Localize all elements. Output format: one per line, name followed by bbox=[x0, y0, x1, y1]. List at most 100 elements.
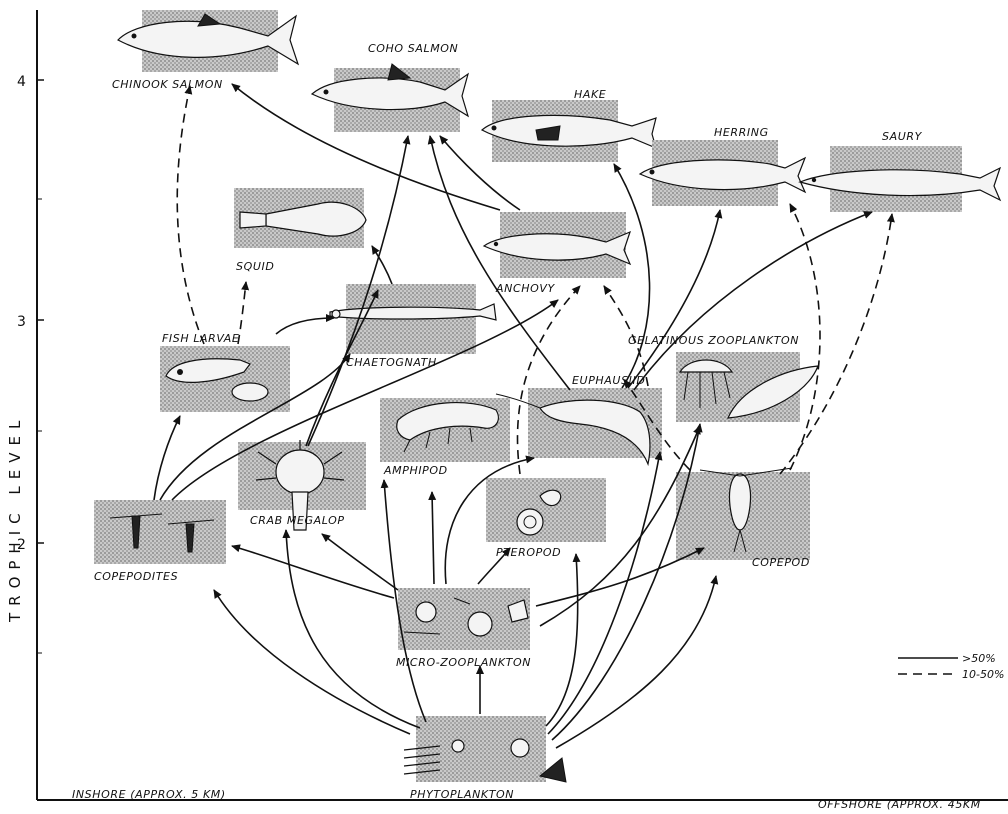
arrow-micro-copepod bbox=[535, 547, 705, 607]
hake-box bbox=[480, 100, 657, 162]
arrow-larvae-chinook bbox=[176, 85, 205, 345]
arrow-phyto-pteropod bbox=[545, 553, 581, 727]
pteropod-box bbox=[486, 478, 606, 542]
squid-box bbox=[234, 188, 367, 248]
coho-salmon-box bbox=[310, 63, 470, 132]
crab-megalop-box bbox=[238, 440, 366, 531]
arrow-micro-euphausiid bbox=[444, 455, 535, 585]
legend-solid-label: >50% bbox=[962, 652, 996, 665]
micro-zooplankton-drawing bbox=[403, 597, 529, 637]
arrow-copepodites-chaetognath bbox=[159, 353, 351, 501]
arrow-anchovy-coho bbox=[439, 135, 521, 211]
organism-labels: CHINOOK SALMON COHO SALMON HAKE HERRING … bbox=[94, 42, 923, 801]
arrow-micro-copepodites bbox=[231, 544, 395, 599]
legend-dashed-label: 10-50% bbox=[962, 668, 1004, 681]
copepodites-box bbox=[94, 500, 226, 564]
arrow-copepod-saury bbox=[779, 213, 895, 475]
y-axis: 2 3 4 TROPHIC LEVEL bbox=[6, 10, 1008, 801]
amphipod-drawing bbox=[396, 402, 499, 453]
copepod-drawing bbox=[699, 467, 793, 553]
arrow-euphausiid-herring bbox=[627, 209, 723, 389]
tick-label-2: 2 bbox=[17, 537, 26, 553]
gelatinous-zooplankton-drawing bbox=[678, 359, 819, 419]
arrow-copepodites-larvae bbox=[153, 415, 181, 501]
label-euphausiid: EUPHAUSIID bbox=[572, 374, 645, 387]
arrow-euphausiid-anchovy bbox=[603, 285, 649, 387]
label-amphipod: AMPHIPOD bbox=[383, 464, 448, 477]
arrow-phyto-amphipod bbox=[380, 479, 427, 723]
arrow-euphausiid-saury bbox=[633, 211, 873, 391]
crab-megalop-drawing bbox=[255, 440, 345, 531]
offshore-label: OFFSHORE (APPROX. 45KM bbox=[818, 798, 981, 811]
footer-labels: INSHORE (APPROX. 5 KM) OFFSHORE (APPROX.… bbox=[72, 788, 981, 811]
label-saury: SAURY bbox=[882, 130, 923, 143]
arrow-phyto-copepodites bbox=[213, 589, 411, 735]
label-gelatinous-zooplankton: GELATINOUS ZOOPLANKTON bbox=[628, 334, 799, 347]
label-copepodites: COPEPODITES bbox=[94, 570, 178, 583]
arrow-phyto-euphausiid bbox=[547, 451, 663, 735]
euphausiid-box bbox=[495, 388, 662, 467]
copepodites-drawing bbox=[109, 513, 215, 553]
chinook-salmon-box bbox=[117, 10, 300, 72]
label-phytoplankton: PHYTOPLANKTON bbox=[410, 788, 514, 801]
pteropod-drawing bbox=[516, 489, 562, 536]
arrow-copepodites-anchovy bbox=[171, 299, 559, 501]
herring-drawing bbox=[638, 156, 807, 194]
euphausiid-drawing bbox=[495, 393, 651, 467]
saury-drawing bbox=[798, 166, 1002, 202]
arrow-larvae-squid bbox=[237, 281, 250, 345]
label-crab-megalop: CRAB MEGALOP bbox=[250, 514, 345, 527]
label-hake: HAKE bbox=[574, 88, 606, 101]
dashed-arrows bbox=[176, 85, 895, 475]
label-pteropod: PTEROPOD bbox=[496, 546, 561, 559]
gelatinous-zooplankton-box bbox=[676, 352, 819, 422]
legend: >50% 10-50% bbox=[898, 652, 1004, 681]
arrow-euphausiid-hake bbox=[613, 163, 651, 389]
squid-drawing bbox=[239, 201, 367, 237]
chinook-salmon-drawing bbox=[117, 13, 300, 66]
phytoplankton-drawing bbox=[403, 738, 567, 783]
micro-zooplankton-box bbox=[398, 588, 530, 650]
tick-label-3: 3 bbox=[17, 314, 26, 330]
arrow-chaetognath-squid bbox=[371, 245, 393, 285]
phytoplankton-box bbox=[403, 716, 567, 783]
coho-salmon-drawing bbox=[310, 63, 470, 118]
tick-label-4: 4 bbox=[17, 74, 26, 90]
solid-arrows bbox=[153, 83, 873, 749]
arrow-micro-gelatinous bbox=[539, 425, 701, 627]
anchovy-box bbox=[482, 212, 632, 278]
arrow-phyto-gelatinous bbox=[551, 423, 703, 741]
copepod-box bbox=[676, 467, 810, 560]
anchovy-drawing bbox=[482, 230, 632, 266]
label-anchovy: ANCHOVY bbox=[495, 282, 555, 295]
label-squid: SQUID bbox=[236, 260, 274, 273]
label-micro-zooplankton: MICRO-ZOOPLANKTON bbox=[396, 656, 531, 669]
arrow-micro-pteropod bbox=[477, 547, 511, 585]
label-herring: HERRING bbox=[714, 126, 769, 139]
arrow-euphausiid-coho bbox=[427, 135, 571, 391]
arrow-copepod-euphausiid bbox=[623, 379, 691, 471]
arrow-micro-crab bbox=[321, 533, 399, 591]
label-copepod: COPEPOD bbox=[752, 556, 810, 569]
arrow-anchovy-chinook bbox=[231, 83, 501, 211]
y-axis-title: TROPHIC LEVEL bbox=[6, 414, 24, 623]
label-fish-larvae: FISH LARVAE bbox=[162, 332, 239, 345]
hake-drawing bbox=[480, 114, 657, 150]
arrow-phyto-crab bbox=[282, 529, 421, 729]
label-chaetognath: CHAETOGNATH bbox=[346, 356, 437, 369]
arrow-crab-coho bbox=[307, 135, 411, 447]
arrow-micro-amphipod bbox=[428, 491, 437, 585]
arrow-copepod-herring-1 bbox=[789, 203, 821, 471]
label-coho-salmon: COHO SALMON bbox=[368, 42, 458, 55]
chaetognath-drawing bbox=[329, 303, 497, 321]
saury-box bbox=[798, 146, 1002, 212]
fish-larvae-box bbox=[160, 346, 290, 412]
chaetognath-box bbox=[329, 284, 497, 354]
fish-larvae-drawing bbox=[165, 358, 269, 402]
amphipod-box bbox=[380, 398, 510, 462]
arrow-larvae-chaetognath bbox=[275, 314, 335, 335]
arrow-phyto-copepod bbox=[555, 575, 719, 749]
label-chinook-salmon: CHINOOK SALMON bbox=[112, 78, 223, 91]
inshore-label: INSHORE (APPROX. 5 KM) bbox=[72, 788, 226, 801]
